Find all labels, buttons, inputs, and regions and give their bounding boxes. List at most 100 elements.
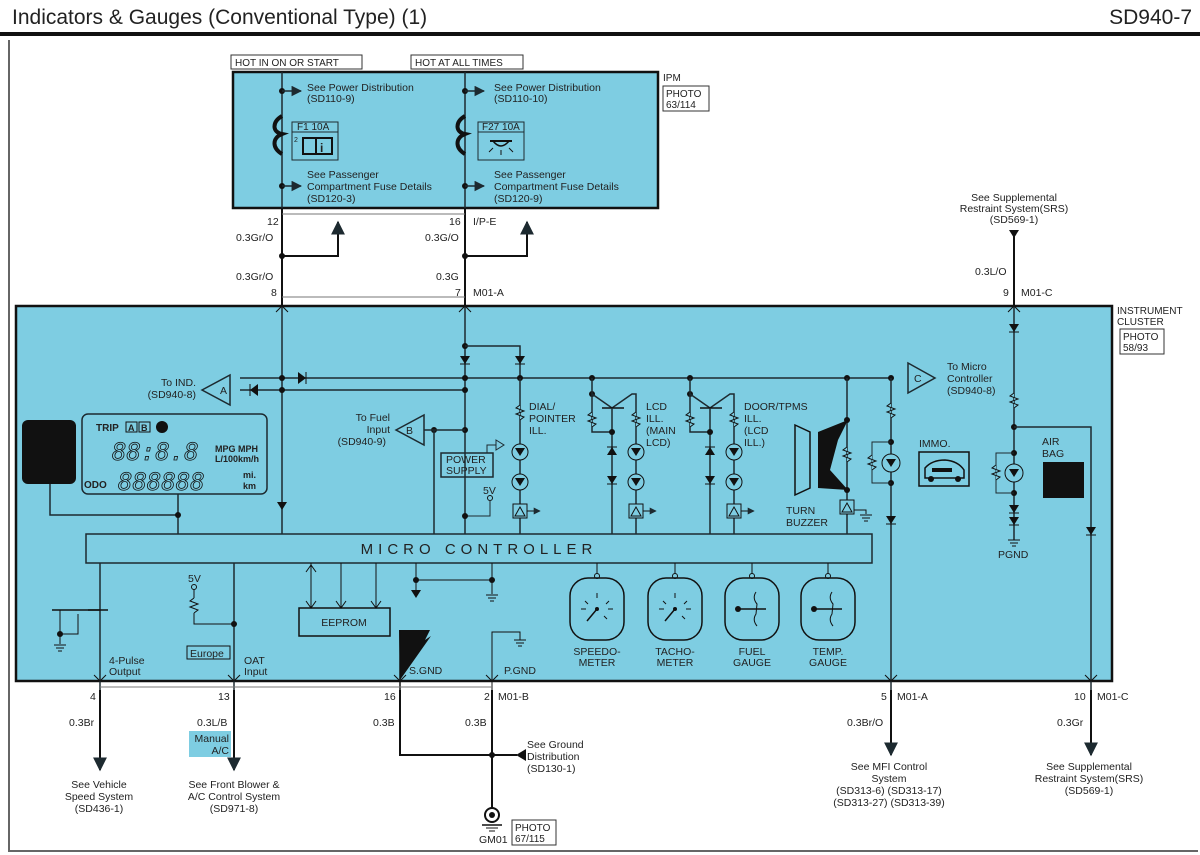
lcd-mi: mi. (243, 470, 256, 480)
ref-pin-13-3: (SD971-8) (210, 803, 258, 815)
lcd-a: A (128, 423, 135, 433)
turn-buzzer-1: TURN (786, 505, 815, 517)
conn-m01-a-top: M01-A (473, 287, 504, 299)
lcd-km: km (243, 481, 256, 491)
gauges-group: SPEEDO-METERTACHO-METERFUELGAUGETEMP.GAU… (569, 563, 856, 669)
ref-pin-10-1: See Supplemental (1046, 761, 1132, 773)
ground-gm01-icon (482, 807, 502, 832)
wire-pin-10: 0.3Gr (1057, 717, 1084, 729)
ref-pin-4-2: Speed System (65, 791, 134, 803)
connector-pin-top (1007, 305, 1021, 313)
ground-photo-2: 67/115 (515, 834, 545, 845)
conn-c: C (914, 373, 922, 385)
lcd-digits: 88:8.8 (112, 438, 199, 466)
door-ill-1: DOOR/TPMS (744, 401, 808, 413)
ground-name: GM01 (479, 834, 508, 846)
lcd-ill-3: (MAIN (646, 425, 676, 437)
lcd-units-1: MPG MPH (215, 444, 258, 454)
five-v-label: 5V (483, 485, 496, 497)
dial-ill-1: DIAL/ (529, 401, 555, 413)
page-code: SD940-7 (1109, 6, 1192, 29)
conn-m01-b: M01-B (498, 691, 529, 703)
lcd-odo-digits: 888888 (118, 468, 205, 496)
dial-ill-3: ILL. (529, 425, 547, 437)
hot-all-times-label: HOT AT ALL TIMES (415, 58, 503, 69)
ground-ref-2: Distribution (527, 751, 580, 763)
right-power-ref-2: (SD110-10) (494, 93, 548, 105)
hot-in-on-label: HOT IN ON OR START (235, 58, 339, 69)
immobilizer-icon (918, 451, 970, 487)
bar-needle-icon (735, 591, 766, 627)
dial-ill-2: POINTER (529, 413, 576, 425)
gauge-speedo: SPEEDO-METER (569, 563, 625, 669)
lcd-units-2: L/100km/h (215, 454, 259, 464)
europe-label: Europe (190, 648, 224, 660)
wire-pin-13: 0.3L/B (197, 717, 227, 729)
manual-ac-2: A/C (211, 745, 229, 757)
power-supply-1: POWER (446, 454, 486, 466)
wire-right-2: 0.3G (436, 271, 459, 283)
lcd-odo: ODO (84, 480, 107, 491)
fuse-f27-label: F27 10A (482, 122, 520, 133)
gauge-label-line: GAUGE (809, 657, 847, 669)
conn-ip-e: I/P-E (473, 216, 496, 228)
pin-16-top: 16 (449, 216, 461, 228)
air-bag-indicator (1043, 462, 1084, 498)
turn-buzzer-2: BUZZER (786, 517, 828, 529)
connector-pin-bottom (884, 674, 898, 682)
diagram-frame (8, 40, 1198, 852)
svg-text:i: i (320, 141, 323, 155)
right-power-ref-1: See Power Distribution (494, 82, 601, 94)
gauge-label-line: TACHO- (655, 646, 695, 658)
conn-m01-a-bottom: M01-A (897, 691, 928, 703)
sgnd-symbol (399, 630, 431, 680)
to-micro-3: (SD940-8) (947, 385, 995, 397)
pin-8: 8 (271, 287, 277, 299)
gauge-body (800, 577, 856, 641)
lcd-display: TRIP A B 88:8.8 MPG MPH L/100km/h ODO 88… (81, 413, 268, 496)
ref-pin-5-1: See MFI Control (851, 761, 927, 773)
door-ill-2: ILL. (744, 413, 762, 425)
lcd-b: B (141, 423, 148, 433)
pin-12: 12 (267, 216, 279, 228)
ipm-label: IPM (663, 73, 681, 84)
to-ind-1: To IND. (161, 377, 196, 389)
eeprom-label: EEPROM (321, 617, 367, 629)
connector-pin-bottom (227, 674, 241, 682)
ground-ref-3: (SD130-1) (527, 763, 575, 775)
bottom-wires: 4 0.3Br See Vehicle Speed System (SD436-… (65, 686, 1144, 846)
right-fuse-ref-1: See Passenger (494, 169, 566, 181)
wire-left-1: 0.3Gr/O (236, 232, 273, 244)
wire-pin-4: 0.3Br (69, 717, 95, 729)
immo-label: IMMO. (919, 438, 951, 450)
ref-pin-10-2: Restraint System(SRS) (1035, 773, 1144, 785)
connector-pin-bottom (1084, 674, 1098, 682)
air-bag-2: BAG (1042, 448, 1064, 460)
micro-controller (85, 533, 873, 564)
ref-pin-5-2: System (871, 773, 906, 785)
wire-pin-16: 0.3B (373, 717, 395, 729)
power-supply-2: SUPPLY (446, 465, 487, 477)
srs-ref-top-1: See Supplemental (971, 192, 1057, 204)
gauge-label-line: GAUGE (733, 657, 771, 669)
ipm-box: HOT IN ON OR START HOT AT ALL TIMES IPM … (230, 54, 710, 210)
air-bag-1: AIR (1042, 436, 1060, 448)
conn-b: B (406, 425, 413, 437)
top-wires: 12 0.3Gr/O 0.3Gr/O 8 16 I/P-E 0.3G/O 0.3… (236, 192, 1068, 306)
srs-ref-top-2: Restraint System(SRS) (960, 203, 1069, 215)
connector-pin-top (275, 305, 289, 313)
fuse-f1-label: F1 10A (297, 122, 330, 133)
gauge-tacho: TACHO-METER (647, 563, 703, 669)
lcd-black-block (22, 420, 76, 484)
micro-controller-label: MICRO CONTROLLER (361, 541, 598, 558)
dial-needle-icon (581, 593, 613, 622)
ipm-photo-2: 63/114 (666, 100, 696, 111)
left-fuse-ref-2: Compartment Fuse Details (307, 181, 432, 193)
to-micro-2: Controller (947, 373, 993, 385)
wire-right-1: 0.3G/O (425, 232, 459, 244)
oat-input-1: OAT (244, 655, 265, 667)
cluster-photo-2: 58/93 (1123, 343, 1148, 354)
gauge-label-line: METER (657, 657, 694, 669)
left-fuse-ref-1: See Passenger (307, 169, 379, 181)
